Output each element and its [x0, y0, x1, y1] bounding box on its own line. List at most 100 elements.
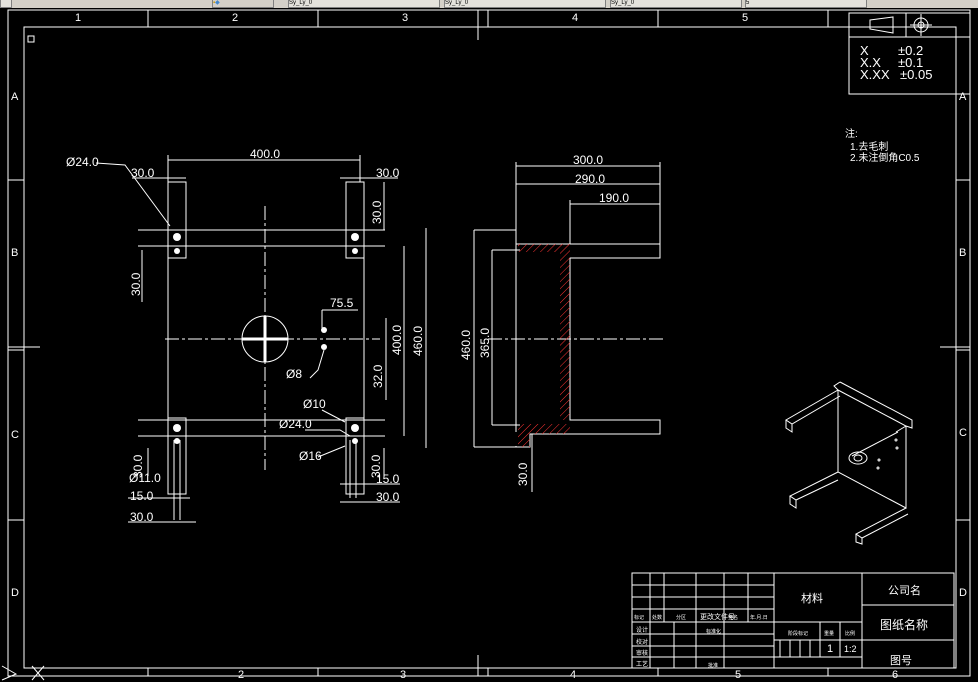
note-line: 2.未注倒角C0.5: [850, 151, 920, 164]
dimension-label: Ø11.0: [129, 471, 161, 485]
title-block-label: 批准: [708, 662, 718, 669]
dimension-label: 300.0: [573, 153, 603, 167]
title-block-label: 标准化: [706, 628, 721, 635]
drawing-number-label: 图号: [890, 654, 912, 667]
frame-col-label: 4: [570, 669, 576, 681]
dimension-label: Ø24.0: [279, 417, 312, 431]
dimension-label: 290.0: [575, 172, 605, 186]
title-block-label: 年.月.日: [750, 614, 768, 621]
drawing-frame: [7, 9, 971, 677]
dimension-label: 75.5: [330, 296, 354, 310]
tolerance-block: X ±0.2 X.X ±0.1 X.XX ±0.05: [848, 12, 971, 95]
frame-row-label: D: [11, 587, 19, 599]
company-name: 公司名: [888, 583, 921, 597]
dimension-label: 400.0: [390, 325, 404, 355]
title-block-label: 分区: [676, 614, 686, 621]
title-block-label: 设计: [636, 626, 648, 634]
section-hatch: [518, 424, 570, 434]
notes-title: 注:: [845, 127, 858, 140]
side-dimension-lines: [473, 162, 661, 492]
title-block-label: 签名: [728, 614, 738, 621]
tolerance-format: X.X: [860, 55, 881, 70]
dimension-label: 190.0: [599, 191, 629, 205]
dimension-label: 15.0: [130, 489, 154, 503]
dimension-label: 460.0: [459, 330, 473, 360]
dimension-label: 30.0: [516, 462, 530, 486]
layer-icon: ◆: [215, 0, 220, 6]
frame-col-label: 2: [232, 12, 238, 24]
projection-cone-icon: [869, 16, 894, 34]
dimension-label: 30.0: [130, 510, 154, 524]
title-block-label: 更改文件号: [700, 612, 735, 621]
title-block-label: 重量: [824, 630, 834, 637]
section-hatch: [518, 244, 570, 252]
hole-markers: [173, 233, 359, 444]
title-block-label: 工艺: [636, 660, 648, 668]
dimension-label: Ø24.0: [66, 155, 99, 169]
title-block: [631, 572, 955, 669]
dimension-lines: [95, 155, 427, 523]
dimension-label: 30.0: [369, 454, 383, 478]
frame-row-label: C: [959, 427, 967, 439]
note-line: 1.去毛刺: [850, 141, 888, 153]
dimension-label: 30.0: [129, 272, 143, 296]
side-view[interactable]: 300.0 290.0 190.0 460.0 365.0 30.0: [459, 153, 661, 492]
frame-col-label: 2: [238, 669, 244, 681]
technical-notes: 注: 1.去毛刺 2.未注倒角C0.5: [845, 127, 920, 164]
dimension-label: 400.0: [250, 147, 280, 161]
front-view-geometry: [138, 181, 385, 520]
dimension-label: 15.0: [376, 472, 400, 486]
frame-col-label: 4: [572, 12, 578, 24]
folder-icon: ▪: [213, 0, 216, 6]
frame-row-label: B: [959, 247, 966, 259]
tolerance-value: ±0.2: [898, 43, 923, 58]
taskbar: ▪◆ Sy_Ly_0 Sy_Ly_0 Sy_Ly_0 5: [0, 0, 978, 8]
frame-col-label: 6: [892, 669, 898, 681]
projection-circle-icon: [910, 14, 932, 36]
section-hatch: [560, 252, 570, 420]
taskbar-item[interactable]: Sy_Ly_0: [288, 0, 440, 8]
front-dimension-text: Ø24.0 400.0 30.0 30.0 30.0 30.0 75.5 400…: [66, 147, 425, 524]
frame-col-label: 3: [400, 669, 406, 681]
center-lines: [165, 206, 665, 470]
frame-row-label: B: [11, 247, 18, 259]
frame-row-label: C: [11, 429, 19, 441]
title-block-label: 审核: [636, 649, 648, 657]
dimension-label: Ø10: [303, 397, 326, 411]
dimension-label: 365.0: [478, 328, 492, 358]
dimension-label: 30.0: [376, 490, 400, 504]
taskbar-item[interactable]: [0, 0, 12, 8]
title-block-label: 校对: [636, 638, 648, 646]
tolerance-value: ±0.05: [900, 67, 932, 82]
frame-col-label: 5: [735, 669, 741, 681]
dimension-label: Ø16: [299, 449, 322, 463]
dimension-label: 460.0: [411, 326, 425, 356]
title-block-label: 处数: [652, 614, 662, 621]
title-block-label: 比例: [845, 630, 855, 637]
taskbar-item[interactable]: Sy_Ly_0: [610, 0, 742, 8]
tolerance-value: ±0.1: [898, 55, 923, 70]
frame-row-label: D: [959, 587, 967, 599]
scale-value: 1:2: [844, 644, 857, 654]
dimension-label: 32.0: [371, 364, 385, 388]
tolerance-format: X: [860, 43, 869, 58]
cad-drawing-canvas[interactable]: 1 2 3 4 5 2 3 4 5 6 A B C D A B C D X ±0…: [0, 8, 978, 682]
drawing-name: 图纸名称: [880, 617, 928, 632]
dimension-label: 30.0: [131, 454, 145, 478]
frame-col-label: 3: [402, 12, 408, 24]
material-label: 材料: [801, 591, 823, 605]
isometric-view[interactable]: [785, 381, 913, 545]
dimension-label: 30.0: [131, 166, 155, 180]
dimension-label: 30.0: [376, 166, 400, 180]
quantity-value: 1: [827, 643, 833, 655]
dimension-label: 30.0: [370, 200, 384, 224]
frame-row-label: A: [959, 91, 967, 103]
taskbar-item[interactable]: 5: [745, 0, 867, 8]
taskbar-item[interactable]: Sy_Ly_0: [444, 0, 606, 8]
tolerance-format: X.XX: [860, 67, 890, 82]
front-view[interactable]: Ø24.0 400.0 30.0 30.0 30.0 30.0 75.5 400…: [66, 147, 665, 524]
frame-col-label: 5: [742, 12, 748, 24]
toolbar-icons[interactable]: ▪◆: [212, 0, 274, 8]
side-dimension-text: 300.0 290.0 190.0 460.0 365.0 30.0: [459, 153, 629, 486]
frame-labels: 1 2 3 4 5 2 3 4 5 6 A B C D A B C D: [11, 12, 967, 681]
